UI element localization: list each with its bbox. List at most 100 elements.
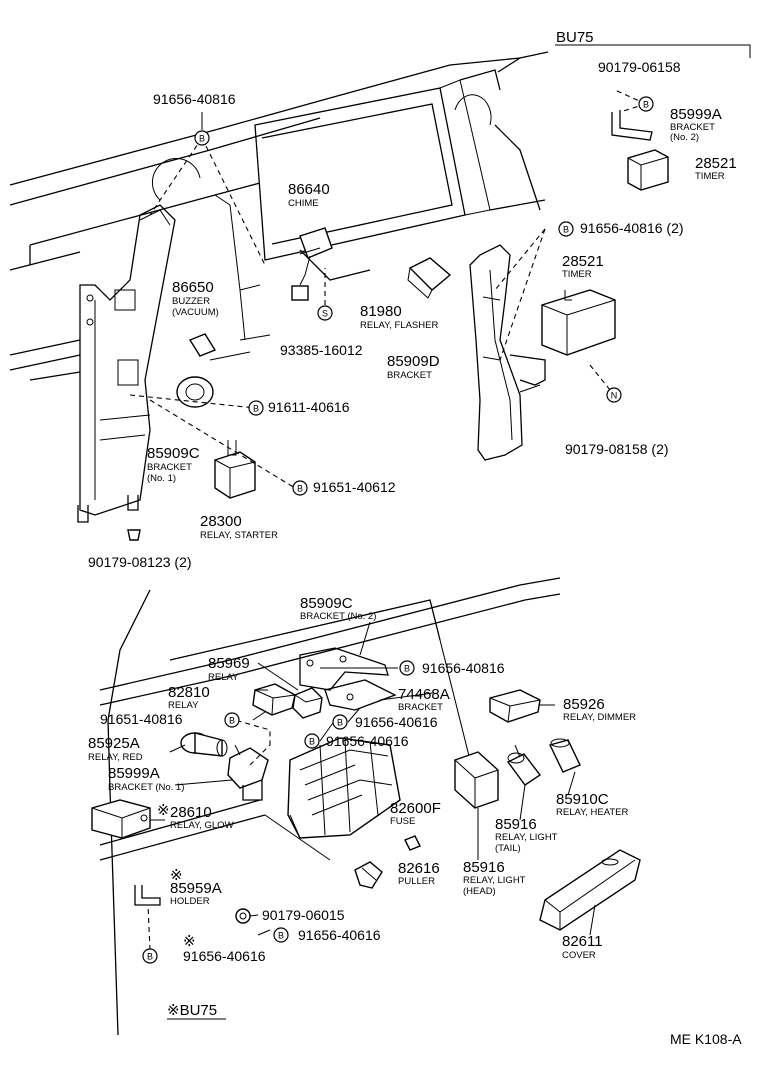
red-relay-part [180,732,228,757]
figure-code: ME K108-A [670,1031,742,1047]
symbol-b-2: B [248,400,264,416]
label-82616: 82616 [398,860,440,877]
label-28521-bracket: 28521 [562,253,604,270]
model-label: BU75 [556,29,594,46]
svg-text:S: S [322,309,328,319]
head-light-relay-part [454,751,499,809]
symbol-b-6: B [399,660,415,676]
label-bracket-85909D: BRACKET [387,370,432,381]
label-90179-08158: 90179-08158 (2) [565,441,669,457]
label-relay-starter: RELAY, STARTER [200,530,278,541]
svg-text:B: B [278,931,284,941]
label-buzzer: BUZZER [172,296,210,307]
label-star-91656: ※ [183,933,196,950]
bracket-no1-shape [77,204,176,523]
label-85969: 85969 [208,655,250,672]
holder-and-fasteners [134,885,251,924]
label-85999A-top: 85999A [670,106,722,123]
symbol-b-4: B [558,221,574,237]
label-timer-bracket: TIMER [562,269,592,280]
symbol-b-5: B [638,96,654,112]
symbol-b-1: B [194,130,210,146]
svg-text:B: B [229,716,235,726]
dash-panel-outline [9,51,549,381]
symbol-b-3: B [292,480,308,496]
timer-on-bracket-part [541,289,616,356]
label-86650: 86650 [172,279,214,296]
svg-text:B: B [199,134,205,144]
label-85909C-no1: 85909C [147,445,200,462]
label-cover: COVER [562,950,596,961]
label-relay-flasher: RELAY, FLASHER [360,320,438,331]
label-82810: 82810 [168,684,210,701]
buzzer-part [176,333,217,408]
label-28300: 28300 [200,513,242,530]
label-bracket-74468A: BRACKET [398,702,443,713]
label-star-85959A: ※ [170,867,183,884]
svg-text:B: B [404,664,410,674]
label-relay-82810: RELAY [168,700,199,711]
label-bracket-no1-a: BRACKET [147,462,192,473]
label-91656-40616-b: 91656-40616 [326,733,409,749]
cover-part [539,849,641,931]
label-relay-85969: RELAY [208,672,239,683]
label-bracket-no2-a: BRACKET [670,122,715,133]
label-relay-light-tail-b: (TAIL) [495,843,521,854]
relay-bracket-shapes [299,647,397,711]
label-90179-08123: 90179-08123 (2) [88,554,192,570]
label-91651-40612: 91651-40612 [313,479,396,495]
label-bracket-no2-b: (No. 2) [670,132,699,143]
label-81980: 81980 [360,303,402,320]
relay-block-shape [287,737,401,839]
svg-text:B: B [309,737,315,747]
bu75-inset-shapes [555,44,751,191]
starter-relay-part [214,440,256,499]
label-bracket-no1-b: (No. 1) [147,473,176,484]
label-chime: CHIME [288,198,319,209]
lower-leader-lines [147,621,596,951]
lower-panel-outline [99,577,561,1036]
label-85909D: 85909D [387,353,440,370]
label-vacuum: (VACUUM) [172,307,219,318]
label-82611: 82611 [562,933,603,950]
label-relay-light-head-b: (HEAD) [463,886,496,897]
symbol-b-10: B [273,927,289,943]
bracket-85999A-part [227,744,269,801]
relay-82810-part [252,683,296,716]
label-85910C: 85910C [556,791,609,808]
label-relay-glow: RELAY, GLOW [170,820,234,831]
symbol-b-11: B [142,948,158,964]
svg-text:B: B [147,952,153,962]
fuse-and-puller-parts [354,835,421,889]
label-74468A: 74468A [398,686,450,703]
nut-symbol [127,529,141,541]
bracket-85909D-shape [469,244,546,461]
label-86640: 86640 [288,181,330,198]
label-91656-40616-a: 91656-40616 [355,714,438,730]
label-holder: HOLDER [170,896,210,907]
label-91656-40616-d: 91656-40616 [183,948,266,964]
label-85925A: 85925A [88,735,140,752]
label-timer-inset: TIMER [695,171,725,182]
label-relay-light-tail-a: RELAY, LIGHT [495,832,558,843]
label-relay-red: RELAY, RED [88,752,143,763]
label-91611-40616: 91611-40616 [268,399,350,415]
svg-text:B: B [643,100,649,110]
label-28610: 28610 [170,804,212,821]
label-85999A-bot: 85999A [108,765,160,782]
label-91656-40816-2: 91656-40816 (2) [580,220,684,236]
label-90179-06015: 90179-06015 [262,907,345,923]
label-relay-light-head-a: RELAY, LIGHT [463,875,526,886]
flasher-relay-part [407,257,452,299]
glow-relay-part [91,799,151,839]
label-90179-06158: 90179-06158 [598,59,681,75]
label-93385-16012: 93385-16012 [280,342,363,358]
label-85916-tail: 85916 [495,816,537,833]
symbol-s: S [317,305,333,321]
svg-text:N: N [611,391,618,401]
label-82600F: 82600F [390,800,441,817]
symbol-b-9: B [304,733,320,749]
label-relay-dimmer: RELAY, DIMMER [563,712,636,723]
label-relay-heater: RELAY, HEATER [556,807,628,818]
label-85926: 85926 [563,696,605,713]
